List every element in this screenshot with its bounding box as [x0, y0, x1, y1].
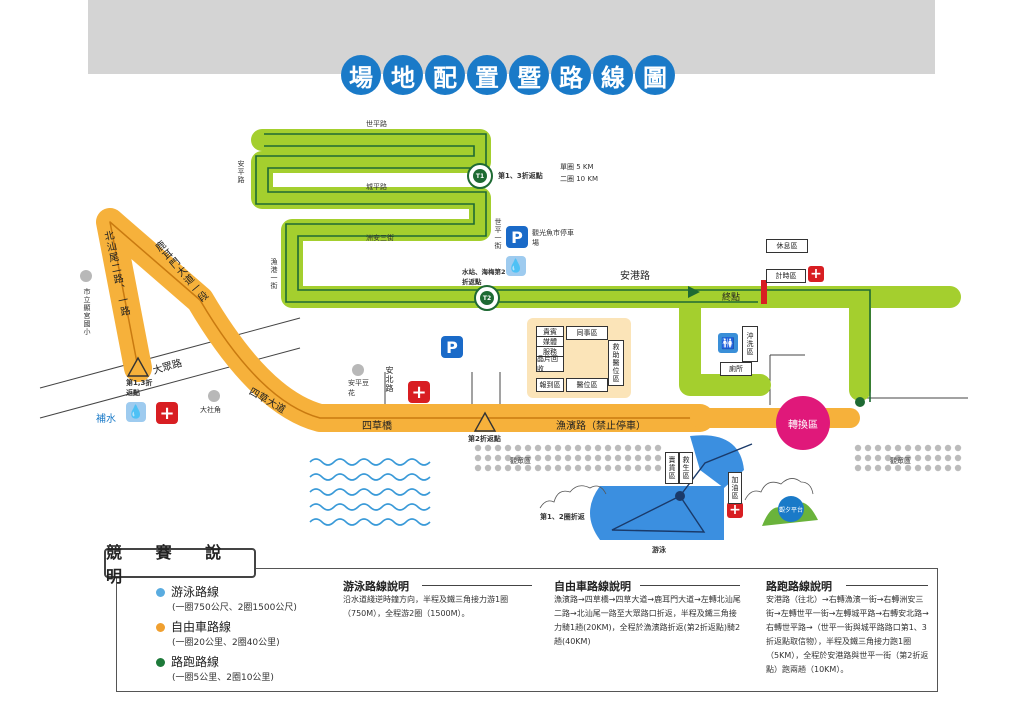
- parking-icon: P: [441, 336, 463, 358]
- place-douhua: 安平豆花: [348, 379, 369, 397]
- location-dots: [80, 270, 364, 402]
- swim-label: 游泳: [652, 546, 666, 554]
- page-title: 場地配置暨路線圖: [341, 55, 675, 95]
- run-section-body: 安港路（往北）→右轉漁濱一街→右轉洲安三街→左轉世平一街→左轉城平路→右轉安北路…: [766, 595, 929, 674]
- header-band: [88, 0, 935, 74]
- place-dashe: 大社角: [200, 406, 221, 414]
- section-rule: [640, 585, 740, 586]
- swim-turn-label: 第1、2圈折返: [540, 513, 585, 521]
- scale-lap1: 單圈 5 KM: [560, 163, 594, 171]
- bike-turn13-label: 第1,3折返點: [126, 379, 153, 397]
- water-drop-icon: 💧: [506, 256, 526, 276]
- street-yubin: 漁濱路（禁止停車）: [556, 421, 646, 432]
- parking-icon: P: [506, 226, 528, 248]
- legend-label: 路跑路線: [171, 655, 220, 669]
- cheer-area: 加油區: [728, 472, 742, 504]
- venue-medical: 醫位區: [566, 378, 608, 392]
- sunset-platform: 觀夕平台: [778, 496, 804, 522]
- street-angang: 安港路: [620, 271, 650, 282]
- venue-aid: 救助醫位區: [608, 340, 624, 386]
- venue-staff: 同事區: [566, 326, 608, 340]
- section-rule: [846, 585, 928, 586]
- venue-chip: 晶片回收: [536, 355, 564, 373]
- parking-label: 觀光魚市停車場: [532, 229, 574, 247]
- title-char: 配: [425, 55, 465, 95]
- finish-label: 終點: [722, 293, 741, 303]
- scale-lap2: 二圈 10 KM: [560, 175, 598, 183]
- t1-badge-label: T1: [473, 169, 487, 183]
- water-drop-icon: 💧: [126, 402, 146, 422]
- legend-label: 自由車路線: [171, 620, 232, 634]
- title-char: 暨: [509, 55, 549, 95]
- rest-area: 休息區: [766, 239, 808, 253]
- timing-area: 計時區: [766, 269, 806, 283]
- place-school: 市立顯宮國小: [83, 288, 91, 336]
- street-anbei: 安北路: [385, 366, 394, 393]
- section-rule: [422, 585, 532, 586]
- title-char: 地: [383, 55, 423, 95]
- t1-badge: T1: [467, 163, 493, 189]
- street-anping: 安平路: [237, 160, 245, 184]
- run-direction-arrow: [688, 286, 700, 298]
- first-aid-icon: +: [808, 266, 824, 282]
- run-turn-t1-label: 第1、3折返點: [498, 172, 543, 180]
- bike-section-title: 自由車路線說明: [554, 580, 631, 593]
- legend-item-swim: 游泳路線: [156, 583, 219, 600]
- swim-section-title: 游泳路線說明: [343, 580, 409, 593]
- sales-area: 賣貨區: [665, 452, 679, 484]
- spectator-label: 觀眾區: [890, 457, 911, 465]
- legend-swatch: [156, 623, 165, 632]
- swim-section-body: 沿水道綫逆時鐘方向，半程及鐵三角接力游1圈（750M），全程游2圈（1500M）…: [343, 595, 509, 618]
- title-char: 線: [593, 55, 633, 95]
- finish-line: [761, 280, 767, 304]
- title-char: 置: [467, 55, 507, 95]
- spectator-label: 觀眾區: [510, 457, 531, 465]
- run-route-base: [251, 129, 961, 401]
- lifeguard-area: 救生區: [679, 452, 693, 484]
- venue-checkin: 報到區: [536, 378, 564, 392]
- water-supply-label: 補水: [96, 414, 116, 425]
- toilet-icon: 🚻: [718, 333, 738, 353]
- legend-item-bike: 自由車路線: [156, 618, 231, 635]
- bike-section-body: 漁濱路→四草橋→四草大道→鹿耳門大道→左轉北汕尾二路→北汕尾一路至大眾路口折返，…: [554, 595, 741, 646]
- legend-swatch: [156, 658, 165, 667]
- turnaround-triangles: [126, 356, 497, 432]
- spectator-dots: [474, 444, 962, 472]
- legend-sub: (一圈20公里、2圈40公里): [172, 638, 280, 648]
- legend-label: 游泳路線: [171, 585, 220, 599]
- toilet-area: 廁所: [720, 362, 752, 376]
- title-char: 圖: [635, 55, 675, 95]
- street-yugang: 漁港一街: [270, 258, 278, 290]
- legend-item-run: 路跑路線: [156, 653, 219, 670]
- legend-swatch: [156, 588, 165, 597]
- run-section-title: 路跑路線說明: [766, 580, 832, 593]
- street-shiping-yi: 世平一街: [494, 218, 502, 250]
- run-turn-t2-label: 水站、海梅第2折返點: [462, 268, 506, 286]
- hill-outlines: [539, 478, 814, 509]
- legend-heading: 競 賽 說 明: [104, 543, 256, 586]
- street-zhouan: 洲安三街: [366, 234, 394, 242]
- first-aid-icon: +: [408, 381, 430, 403]
- title-char: 路: [551, 55, 591, 95]
- legend-sub: (一圈750公尺、2圈1500公尺): [172, 603, 297, 613]
- first-aid-icon: +: [156, 402, 178, 424]
- transition-zone: 轉換區: [776, 396, 830, 450]
- street-shiping: 世平路: [366, 120, 387, 128]
- street-chengping: 城平路: [366, 183, 387, 191]
- legend-panel: [116, 568, 938, 692]
- t2-badge-label: T2: [480, 291, 494, 305]
- legend-sub: (一圈5公里、2圈10公里): [172, 673, 274, 683]
- first-aid-icon: +: [727, 502, 743, 518]
- shower-area: 沖洗區: [742, 326, 758, 362]
- street-sicao-bridge: 四草橋: [362, 421, 392, 432]
- bike-turn2-label: 第2折返點: [468, 435, 501, 443]
- t2-badge: T2: [474, 285, 500, 311]
- water-waves: [309, 458, 431, 526]
- finish-node: [855, 397, 865, 407]
- title-char: 場: [341, 55, 381, 95]
